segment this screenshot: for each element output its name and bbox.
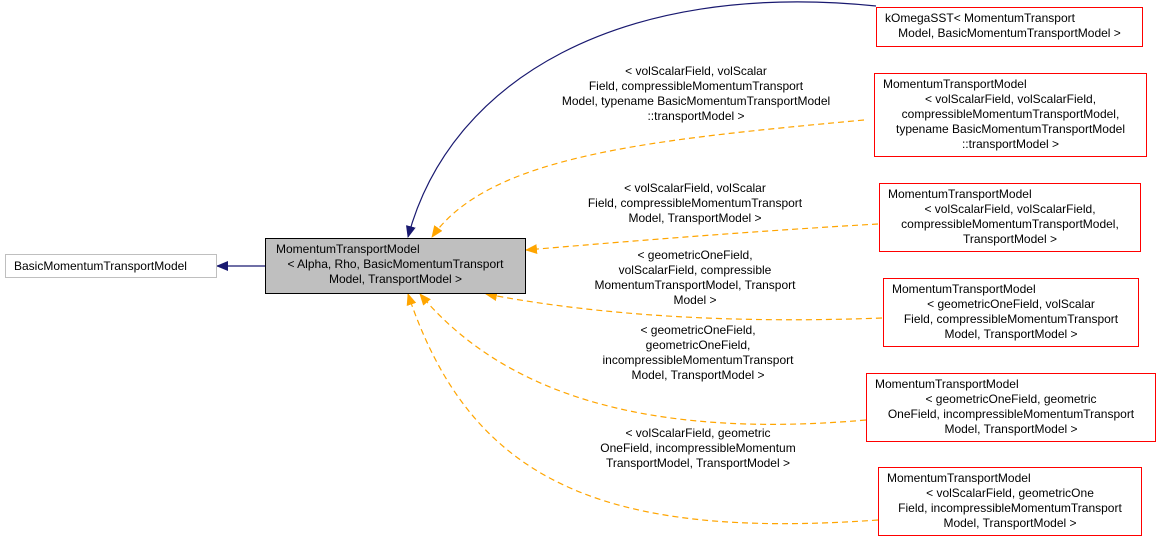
node-label-line: Model, TransportModel > [943,516,1077,530]
node-basic-momentum-transport-model[interactable]: BasicMomentumTransportModel [5,254,217,278]
node-label-line: typename BasicMomentumTransportModel [896,122,1125,136]
edge-label-line: Model, TransportModel > [631,368,765,382]
edge-label-line: Model, TransportModel > [628,211,762,225]
node-label-line: kOmegaSST< MomentumTransport [885,11,1075,25]
node-label-line: Model, TransportModel > [328,272,463,286]
edge-label-line: MomentumTransportModel, Transport [594,278,796,292]
edge-label-4: < geometricOneField, volScalarField, com… [575,248,815,308]
edge-focus-to-node-6 [406,293,879,525]
edge-label-line: volScalarField, compressible [618,263,772,277]
edge-label-line: TransportModel, TransportModel > [606,456,790,470]
node-label-line: Field, compressibleMomentumTransport [903,312,1119,326]
edge-focus-to-node-2 [431,119,865,238]
node-label-line: ::transportModel > [961,137,1060,151]
edge-label-2: < volScalarField, volScalar Field, compr… [546,64,846,124]
edge-label-6: < volScalarField, geometric OneField, in… [578,426,818,471]
node-momentum-transport-model-2[interactable]: MomentumTransportModel < volScalarField,… [874,73,1147,157]
edge-label-line: Model, typename BasicMomentumTransportMo… [561,94,831,108]
node-label-line: MomentumTransportModel [887,471,1031,485]
edge-label-5: < geometricOneField, geometricOneField, … [578,323,818,383]
node-label-line: Model, TransportModel > [944,422,1078,436]
node-label-line: < Alpha, Rho, BasicMomentumTransport [287,257,504,271]
edge-focus-to-node-5 [419,293,867,425]
node-momentum-transport-model-focus: MomentumTransportModel < Alpha, Rho, Bas… [265,238,526,294]
node-label-line: compressibleMomentumTransportModel, [901,107,1120,121]
edge-focus-to-komegasst [406,1,877,238]
edge-label-line: < volScalarField, geometric [625,426,771,440]
edge-label-line: Field, compressibleMomentumTransport [587,196,803,210]
node-label-line: Field, incompressibleMomentumTransport [898,501,1122,515]
edge-label-line: < volScalarField, volScalar [625,64,767,78]
edge-focus-to-node-3 [525,223,879,255]
node-momentum-transport-model-4[interactable]: MomentumTransportModel < geometricOneFie… [883,278,1139,347]
node-label-line: Model, TransportModel > [944,327,1078,341]
edge-label-line: ::transportModel > [647,109,745,123]
node-label-line: MomentumTransportModel [892,282,1036,296]
node-label-line: MomentumTransportModel [875,377,1019,391]
node-label-line: MomentumTransportModel [888,187,1032,201]
node-momentum-transport-model-5[interactable]: MomentumTransportModel < geometricOneFie… [866,373,1156,442]
node-label-line: MomentumTransportModel [276,242,420,256]
edge-label-line: < geometricOneField, [640,323,756,337]
edge-label-line: < volScalarField, volScalar [624,181,766,195]
edge-label-line: Model > [673,293,717,307]
edge-label-line: OneField, incompressibleMomentum [600,441,796,455]
node-label-line: < volScalarField, volScalarField, [924,92,1097,106]
node-label-line: < geometricOneField, volScalar [927,297,1095,311]
node-momentum-transport-model-3[interactable]: MomentumTransportModel < volScalarField,… [879,183,1141,252]
edge-label-line: < geometricOneField, [637,248,753,262]
edge-label-line: incompressibleMomentumTransport [602,353,794,367]
edge-label-line: Field, compressibleMomentumTransport [588,79,804,93]
node-label-line: MomentumTransportModel [883,77,1027,91]
node-komegasst[interactable]: kOmegaSST< MomentumTransport Model, Basi… [876,7,1143,47]
edge-label-line: geometricOneField, [645,338,751,352]
node-label-line: OneField, incompressibleMomentumTranspor… [887,407,1135,421]
node-label-line: < volScalarField, volScalarField, [924,202,1096,216]
node-label-line: < geometricOneField, geometric [925,392,1097,406]
node-label-line: TransportModel > [963,232,1057,246]
edge-label-3: < volScalarField, volScalar Field, compr… [570,181,820,226]
node-label-line: Model, BasicMomentumTransportModel > [898,26,1121,40]
node-label-line: < volScalarField, geometricOne [926,486,1094,500]
node-label-line: BasicMomentumTransportModel [14,259,187,273]
edge-focus-to-node-4 [485,291,883,321]
node-label-line: compressibleMomentumTransportModel, [901,217,1119,231]
node-momentum-transport-model-6[interactable]: MomentumTransportModel < volScalarField,… [878,467,1142,536]
